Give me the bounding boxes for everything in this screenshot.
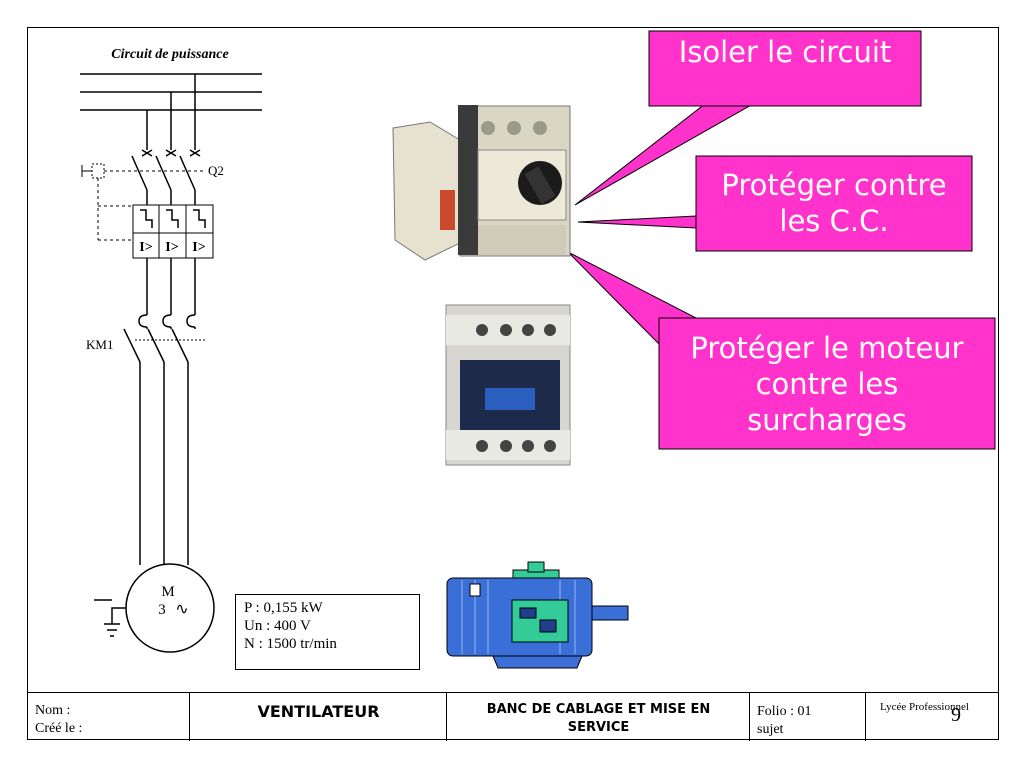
title-block-nom: Nom : xyxy=(35,703,71,718)
title-block-sujet: sujet xyxy=(757,722,784,737)
phase-conductors xyxy=(131,74,201,205)
callout-moteur-line-1: Protéger le moteur xyxy=(690,331,964,365)
title-block-folio: Folio : 01 xyxy=(757,704,812,719)
spec-power: P : 0,155 kW xyxy=(244,600,323,616)
callout-isoler xyxy=(648,30,922,107)
magnetic-relay-1: I> xyxy=(139,240,152,255)
callout-isoler-line: Isoler le circuit xyxy=(678,35,892,69)
callout-moteur-line-3: surcharges xyxy=(747,403,907,437)
title-block-project: VENTILATEUR xyxy=(257,702,380,721)
km1-label: KM1 xyxy=(86,337,113,352)
motor-image xyxy=(446,561,629,669)
magnetic-relay-2: I> xyxy=(165,240,178,255)
contactor-image xyxy=(445,304,571,466)
title-block-bench: BANC DE CABLAGE ET MISE EN SERVICE xyxy=(486,702,711,735)
motor-letter: M xyxy=(161,584,174,600)
title-block-school: Lycée Professionnel xyxy=(880,701,969,713)
callout-isoler-text: Isoler le circuit xyxy=(650,34,920,70)
callout-cc-line-1: Protéger contre xyxy=(721,168,947,202)
callout-cc-line-2: les C.C. xyxy=(779,204,889,238)
spec-speed: N : 1500 tr/min xyxy=(244,636,337,652)
callout-proteger-moteur xyxy=(658,317,996,450)
spec-voltage: Un : 400 V xyxy=(244,618,311,634)
title-block-nom-cell: Nom : Créé le : xyxy=(27,693,190,741)
title-block-project-cell: VENTILATEUR xyxy=(190,693,447,741)
km1-contactor xyxy=(123,258,205,565)
page-frame xyxy=(27,27,999,740)
motor-phase-symbol: ∿ xyxy=(175,599,188,618)
title-block-school-cell: Lycée Professionnel 9 xyxy=(866,693,999,741)
magnetic-relay-3: I> xyxy=(192,240,205,255)
title-block-folio-cell: Folio : 01 sujet xyxy=(750,693,866,741)
callout-proteger-moteur-text: Protéger le moteur contre les surcharges xyxy=(660,330,994,438)
title-block: Nom : Créé le : VENTILATEUR BANC DE CABL… xyxy=(27,692,999,741)
title-block-bench-cell: BANC DE CABLAGE ET MISE EN SERVICE xyxy=(447,693,750,741)
callout-proteger-cc-text: Protéger contre les C.C. xyxy=(697,167,971,239)
callout-moteur-line-2: contre les xyxy=(755,367,899,401)
q2-mechanism xyxy=(81,163,205,241)
motor-symbol xyxy=(94,563,215,653)
circuit-breaker-image xyxy=(392,105,571,261)
callout-proteger-cc xyxy=(695,155,973,252)
motor-phases: 3 xyxy=(158,602,166,618)
callout-boxes xyxy=(648,30,996,450)
title-block-page: 9 xyxy=(951,704,961,726)
protection-block xyxy=(132,204,214,259)
title-block-cree: Créé le : xyxy=(35,721,83,736)
q2-label: Q2 xyxy=(208,163,224,178)
motor-specs-box: P : 0,155 kW Un : 400 V N : 1500 tr/min xyxy=(235,594,420,670)
circuit-title: Circuit de puissance xyxy=(111,47,228,62)
